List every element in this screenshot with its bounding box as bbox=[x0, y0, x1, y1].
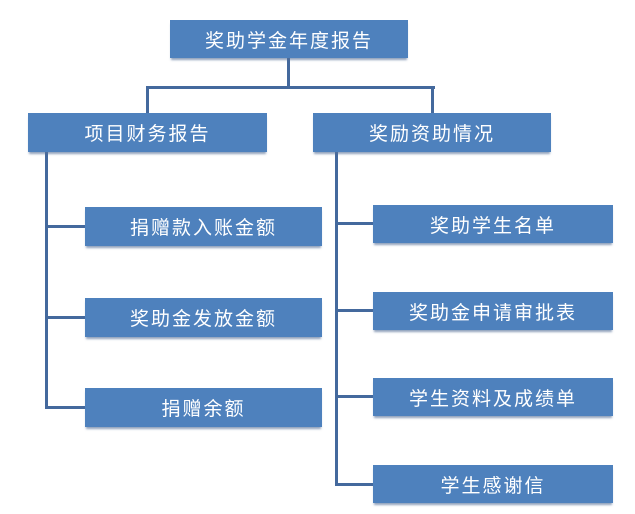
node-grant-disbursed-amount: 奖助金发放金额 bbox=[85, 298, 322, 337]
connector-stub-right-2 bbox=[335, 309, 373, 312]
node-awarded-student-list: 奖助学生名单 bbox=[373, 205, 613, 243]
connector-drop-right-branch bbox=[431, 86, 434, 113]
connector-stub-left-3 bbox=[45, 406, 85, 409]
node-branch-award-funding: 奖励资助情况 bbox=[313, 113, 551, 152]
connector-left-rail bbox=[45, 152, 48, 409]
connector-top-horizontal bbox=[146, 86, 435, 89]
connector-stub-right-4 bbox=[335, 483, 373, 486]
node-donation-balance: 捐赠余额 bbox=[85, 388, 322, 427]
connector-stub-left-2 bbox=[45, 316, 85, 319]
connector-root-stem bbox=[287, 58, 290, 89]
connector-stub-right-3 bbox=[335, 395, 373, 398]
node-student-profile-transcript: 学生资料及成绩单 bbox=[373, 378, 613, 416]
node-grant-application-approval-form: 奖助金申请审批表 bbox=[373, 292, 613, 330]
node-annual-report-root: 奖助学金年度报告 bbox=[170, 20, 408, 58]
connector-drop-left-branch bbox=[146, 86, 149, 113]
node-student-thank-you-letter: 学生感谢信 bbox=[373, 465, 613, 503]
node-donation-income-amount: 捐赠款入账金额 bbox=[85, 207, 322, 246]
node-branch-project-finance: 项目财务报告 bbox=[28, 113, 267, 152]
connector-right-rail bbox=[335, 152, 338, 486]
connector-stub-left-1 bbox=[45, 225, 85, 228]
connector-stub-right-1 bbox=[335, 222, 373, 225]
